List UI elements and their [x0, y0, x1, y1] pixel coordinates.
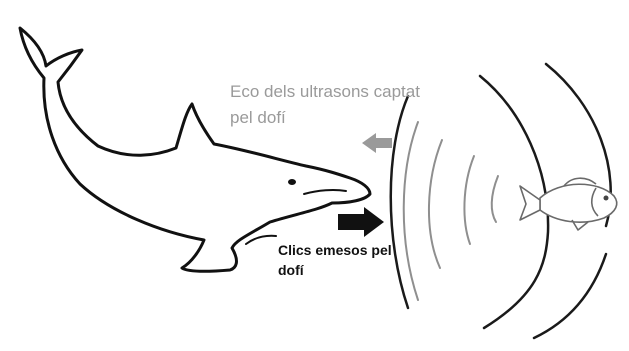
echo-wave-2 — [429, 140, 442, 268]
arrow-right-icon — [338, 207, 384, 237]
echo-label: Eco dels ultrasons captat pel dofí — [230, 79, 430, 131]
echo-wave-3 — [464, 156, 474, 244]
fish-icon — [520, 178, 617, 230]
echo-wave-4 — [492, 176, 498, 222]
dolphin-icon — [20, 28, 370, 271]
emitted-wave-4 — [534, 254, 606, 338]
clicks-label: Clics emesos pel dofí — [278, 240, 418, 280]
arrow-left-icon — [362, 133, 392, 153]
